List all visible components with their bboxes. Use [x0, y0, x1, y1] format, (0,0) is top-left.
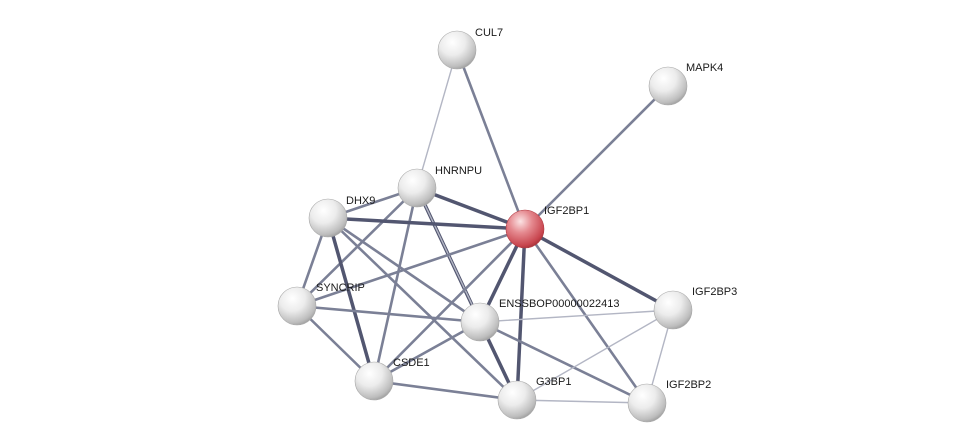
- node-label-cul7: CUL7: [475, 27, 503, 39]
- node-label-igf2bp1: IGF2BP1: [544, 205, 589, 217]
- node-label-dhx9: DHX9: [346, 195, 375, 207]
- node-label-mapk4: MAPK4: [686, 62, 723, 74]
- edge-syncrip-enssbop[interactable]: [295, 304, 482, 324]
- node-enssbop[interactable]: ENSSBOP00000022413: [460, 298, 619, 342]
- node-label-enssbop: ENSSBOP00000022413: [499, 298, 619, 310]
- edges-layer: [295, 48, 675, 405]
- node-label-igf2bp3: IGF2BP3: [692, 286, 737, 298]
- node-label-syncrip: SYNCRIP: [316, 282, 365, 294]
- node-label-hnrnpu: HNRNPU: [435, 165, 482, 177]
- node-circle-enssbop[interactable]: [460, 302, 500, 342]
- node-mapk4[interactable]: MAPK4: [648, 62, 723, 106]
- node-circle-hnrnpu[interactable]: [397, 168, 437, 208]
- edge-igf2bp1-syncrip[interactable]: [295, 227, 527, 308]
- node-circle-mapk4[interactable]: [648, 66, 688, 106]
- edge-igf2bp3-g3bp1[interactable]: [516, 309, 674, 401]
- node-circle-igf2bp1[interactable]: [505, 209, 545, 249]
- node-syncrip[interactable]: SYNCRIP: [277, 282, 365, 326]
- node-circle-csde1[interactable]: [354, 361, 394, 401]
- node-dhx9[interactable]: DHX9: [308, 195, 375, 238]
- node-circle-dhx9[interactable]: [308, 198, 348, 238]
- node-circle-igf2bp3[interactable]: [653, 290, 693, 330]
- edge-dhx9-csde1[interactable]: [326, 216, 376, 383]
- node-circle-igf2bp2[interactable]: [627, 383, 667, 423]
- edge-cul7-hnrnpu[interactable]: [416, 49, 458, 189]
- node-cul7[interactable]: CUL7: [437, 27, 503, 70]
- node-igf2bp3[interactable]: IGF2BP3: [653, 286, 737, 330]
- node-label-csde1: CSDE1: [393, 357, 430, 369]
- edge-dhx9-igf2bp1[interactable]: [326, 216, 527, 231]
- node-circle-cul7[interactable]: [437, 30, 477, 70]
- edge-g3bp1-igf2bp2[interactable]: [516, 399, 648, 404]
- edge-enssbop-igf2bp3[interactable]: [479, 309, 674, 323]
- edge-mapk4-igf2bp1[interactable]: [523, 84, 670, 231]
- node-label-igf2bp2: IGF2BP2: [666, 379, 711, 391]
- node-igf2bp1[interactable]: IGF2BP1: [505, 205, 589, 249]
- node-igf2bp2[interactable]: IGF2BP2: [627, 379, 711, 423]
- edge-csde1-g3bp1[interactable]: [372, 379, 519, 402]
- node-circle-g3bp1[interactable]: [497, 380, 537, 420]
- edge-cul7-igf2bp1[interactable]: [455, 48, 527, 231]
- node-g3bp1[interactable]: G3BP1: [497, 376, 571, 420]
- edge-igf2bp1-g3bp1[interactable]: [515, 227, 527, 402]
- edge-igf2bp1-csde1[interactable]: [372, 227, 527, 383]
- node-csde1[interactable]: CSDE1: [354, 357, 430, 401]
- edge-dhx9-g3bp1[interactable]: [326, 216, 519, 402]
- edge-enssbop-csde1[interactable]: [372, 320, 482, 383]
- node-label-g3bp1: G3BP1: [536, 376, 571, 388]
- node-hnrnpu[interactable]: HNRNPU: [397, 165, 482, 208]
- edge-enssbop-igf2bp2[interactable]: [478, 320, 649, 405]
- edge-igf2bp1-igf2bp3[interactable]: [523, 227, 675, 312]
- node-circle-syncrip[interactable]: [277, 286, 317, 326]
